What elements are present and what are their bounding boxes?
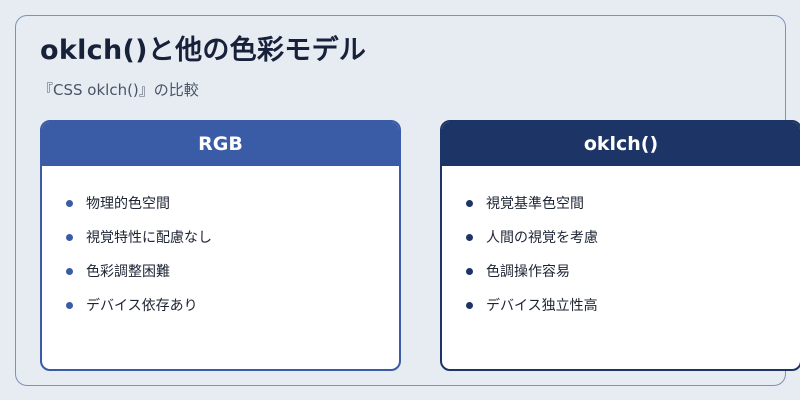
list-item: デバイス依存あり — [66, 288, 399, 322]
bullet-icon — [66, 233, 73, 241]
rgb-card-list: 物理的色空間 視覚特性に配慮なし 色彩調整困難 デバイス依存あり — [42, 166, 399, 322]
bullet-icon — [66, 301, 73, 309]
list-item-label: 視覚特性に配慮なし — [86, 230, 212, 246]
list-item: 物理的色空間 — [66, 186, 399, 220]
bullet-icon — [466, 199, 473, 207]
bullet-icon — [466, 301, 473, 309]
bullet-icon — [66, 199, 73, 207]
list-item-label: 物理的色空間 — [86, 196, 170, 212]
bullet-icon — [466, 267, 473, 275]
list-item: 色調操作容易 — [466, 254, 800, 288]
page-subtitle: 『CSS oklch()』の比較 — [38, 81, 199, 99]
list-item: デバイス独立性高 — [466, 288, 800, 322]
list-item: 人間の視覚を考慮 — [466, 220, 800, 254]
list-item-label: デバイス依存あり — [86, 298, 198, 314]
bullet-icon — [466, 233, 473, 241]
list-item: 視覚特性に配慮なし — [66, 220, 399, 254]
oklch-card: oklch() 視覚基準色空間 人間の視覚を考慮 色調操作容易 デバイス独立性高 — [440, 120, 800, 371]
list-item-label: デバイス独立性高 — [486, 298, 598, 314]
list-item: 視覚基準色空間 — [466, 186, 800, 220]
rgb-card-header: RGB — [42, 122, 399, 166]
list-item-label: 人間の視覚を考慮 — [486, 230, 598, 246]
oklch-card-list: 視覚基準色空間 人間の視覚を考慮 色調操作容易 デバイス独立性高 — [442, 166, 800, 322]
list-item-label: 視覚基準色空間 — [486, 196, 584, 212]
list-item-label: 色調操作容易 — [486, 264, 570, 280]
oklch-card-header: oklch() — [442, 122, 800, 166]
bullet-icon — [66, 267, 73, 275]
list-item: 色彩調整困難 — [66, 254, 399, 288]
list-item-label: 色彩調整困難 — [86, 264, 170, 280]
rgb-card: RGB 物理的色空間 視覚特性に配慮なし 色彩調整困難 デバイス依存あり — [40, 120, 401, 371]
page-title: oklch()と他の色彩モデル — [40, 35, 367, 66]
